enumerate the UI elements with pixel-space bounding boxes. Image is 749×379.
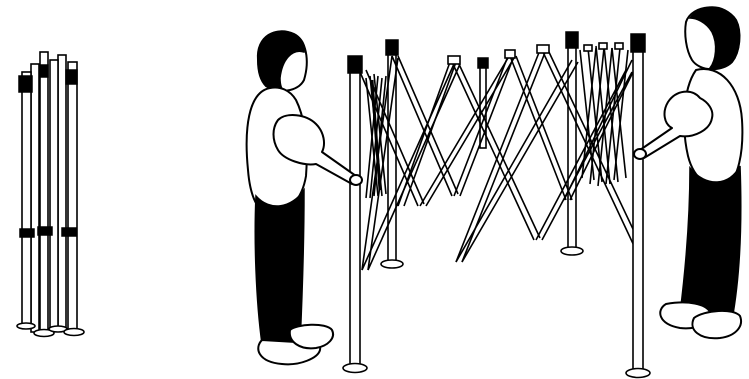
rear-leg-right (561, 32, 583, 255)
expanding-frame (343, 32, 650, 378)
front-leg-left (343, 56, 367, 373)
folded-frame (17, 52, 84, 337)
person-right (634, 7, 742, 338)
head (258, 31, 307, 91)
front-leg-right (626, 34, 650, 378)
person-left (247, 31, 362, 364)
head (685, 7, 739, 69)
